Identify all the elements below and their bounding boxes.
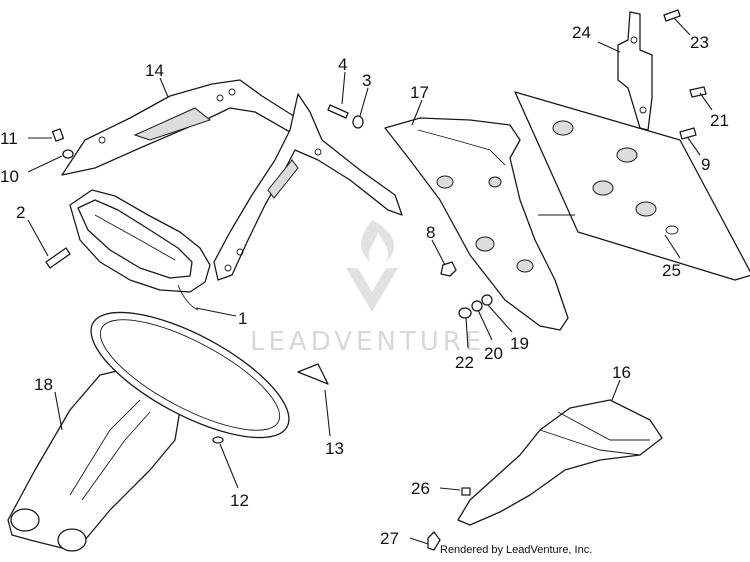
- part-13-reflector: [90, 311, 329, 439]
- callout-12: 12: [230, 491, 249, 510]
- part-11-screw: [51, 128, 65, 142]
- callout-21: 21: [710, 111, 729, 130]
- part-23-screw: [663, 9, 681, 22]
- callout-4: 4: [338, 55, 347, 74]
- callout-23: 23: [690, 33, 709, 52]
- watermark-flame-icon: [361, 220, 395, 262]
- part-4-bolt: [327, 104, 349, 119]
- callout-11: 11: [0, 129, 18, 148]
- callout-labels: 14 11 10 2 4 3 17 8 1 24 23 21 9 25 22 2…: [0, 23, 729, 548]
- callout-26: 26: [411, 479, 430, 498]
- callout-24: 24: [572, 23, 591, 42]
- callout-17: 17: [410, 83, 429, 102]
- callout-14: 14: [145, 61, 164, 80]
- leader-lines: [27, 17, 713, 545]
- callout-16: 16: [612, 363, 631, 382]
- callout-25: 25: [662, 261, 681, 280]
- part-25-license-plate: [514, 91, 750, 281]
- callout-18: 18: [34, 375, 53, 394]
- part-22-nut: [458, 307, 472, 319]
- callout-1: 1: [238, 309, 247, 328]
- callout-8: 8: [426, 223, 435, 242]
- part-1-lamp-housing: [69, 189, 211, 311]
- callout-22: 22: [455, 353, 474, 372]
- watermark-text: LEADVENTURE: [250, 327, 485, 357]
- part-12-washer: [212, 436, 224, 444]
- part-8-nut: [440, 261, 457, 277]
- part-9-screw: [679, 127, 697, 140]
- callout-9: 9: [701, 155, 710, 174]
- callout-19: 19: [510, 334, 529, 353]
- callout-13: 13: [325, 439, 344, 458]
- watermark-v-icon: [346, 268, 398, 312]
- part-18-lower-mount: [7, 367, 181, 552]
- part-2-screw: [45, 247, 71, 269]
- part-16-rear-fender: [457, 399, 663, 526]
- render-credit: Rendered by LeadVenture, Inc.: [440, 544, 592, 556]
- part-19-washer: [481, 294, 493, 306]
- part-3-washer: [352, 115, 364, 129]
- callout-3: 3: [362, 71, 371, 90]
- part-21-screw: [689, 86, 707, 98]
- part-26-clip: [461, 487, 471, 496]
- part-17-fender-bracket: [384, 117, 569, 331]
- callout-20: 20: [484, 344, 503, 363]
- callout-2: 2: [16, 203, 25, 222]
- part-20-washer: [471, 300, 483, 312]
- part-27-screw: [427, 531, 441, 551]
- callout-27: 27: [380, 529, 399, 548]
- callout-10: 10: [0, 167, 19, 186]
- part-10-washer: [62, 149, 74, 159]
- part-14-arm: [213, 93, 403, 281]
- part-24-vertical-bracket: [617, 11, 653, 131]
- watermark: LEADVENTURE: [250, 220, 485, 357]
